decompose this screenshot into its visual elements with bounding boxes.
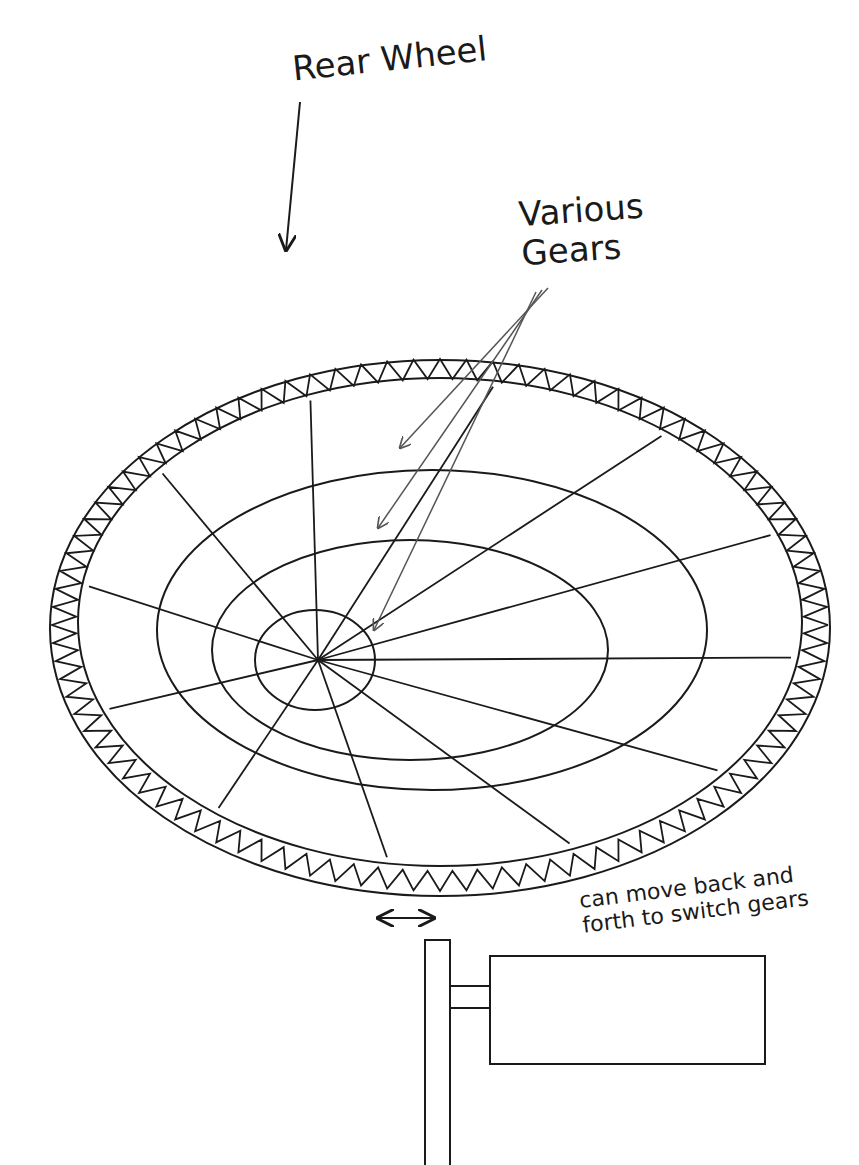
wheel-spokes <box>89 387 791 858</box>
axle-dot <box>316 658 321 663</box>
derailleur-body <box>490 956 765 1064</box>
gear-ring <box>157 470 707 790</box>
leader-arrow <box>378 290 542 528</box>
wheel-spoke <box>310 400 318 660</box>
wheel-spoke <box>318 535 771 660</box>
part-label: Rear Wheel <box>291 27 514 89</box>
leader-arrow <box>374 292 536 630</box>
gear-ring <box>212 540 608 760</box>
leader-arrow <box>286 102 300 250</box>
wheel-spoke <box>163 474 318 660</box>
wheel-spoke <box>318 660 570 844</box>
motion-arrow <box>378 917 434 919</box>
part-label: Various Gears <box>517 185 672 273</box>
wheel-spoke <box>89 586 318 660</box>
gear-hub <box>255 610 375 710</box>
wheel-spoke <box>318 660 717 770</box>
derailleur-link <box>450 986 490 1008</box>
part-label: can move back and forth to switch gears <box>578 856 844 938</box>
derailleur-arm <box>425 940 450 1165</box>
wheel-rim <box>78 378 802 866</box>
wheel-spoke <box>318 658 791 660</box>
tire-outline <box>50 360 830 896</box>
wheel-spoke <box>318 436 661 660</box>
wheel-spoke <box>219 660 318 808</box>
